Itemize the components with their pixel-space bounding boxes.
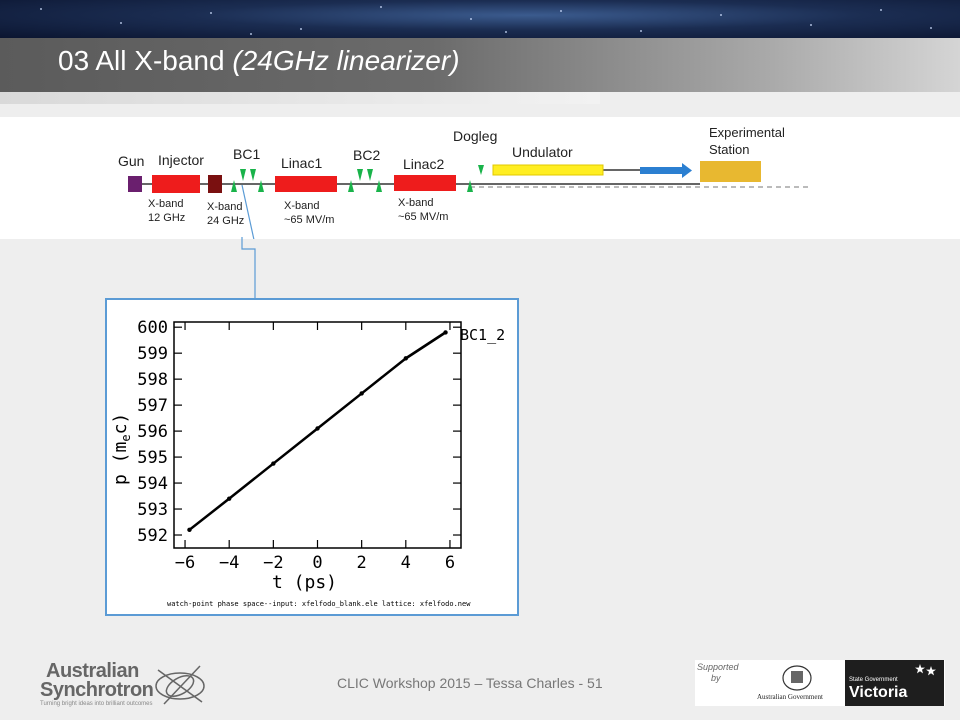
data-point	[187, 527, 192, 533]
y-tick-label: 599	[137, 344, 168, 364]
note-linac1: X-band~65 MV/m	[284, 200, 335, 226]
data-band	[189, 330, 446, 532]
bc2-magnet-2	[357, 169, 363, 181]
y-tick-label: 595	[137, 448, 168, 468]
beamline-schematic: Gun Injector BC1 Linac1 BC2 Linac2 Dogle…	[0, 117, 960, 239]
x-tick-label: −6	[175, 553, 195, 573]
dogleg-magnet-1	[467, 180, 473, 192]
plot-frame	[173, 321, 462, 549]
y-tick-label: 598	[137, 370, 168, 390]
label-dogleg: Dogleg	[453, 128, 498, 144]
label-bc2: BC2	[353, 147, 381, 163]
label-gun: Gun	[118, 153, 145, 169]
data-point	[359, 391, 364, 396]
dogleg-magnet-2	[478, 165, 484, 175]
label-linac2: Linac2	[403, 156, 445, 172]
logo-tagline: Turning bright ideas into brilliant outc…	[40, 701, 153, 707]
photon-arrow-shaft	[640, 167, 682, 174]
slide-title: 03 All X-band (24GHz linearizer)	[58, 45, 460, 77]
coat-of-arms-icon	[782, 665, 812, 691]
y-axis-label: p (mec)	[110, 413, 133, 485]
victoria-text: Victoria	[849, 684, 908, 701]
bc2-magnet-1	[348, 180, 354, 192]
bc1-magnet-2	[240, 169, 246, 181]
y-tick-label: 597	[137, 396, 168, 416]
note-linac2: X-band~65 MV/m	[398, 197, 449, 223]
linearizer-cavity	[208, 175, 222, 193]
x-tick-label: 4	[401, 553, 411, 573]
injector-cavity	[152, 175, 200, 193]
plot-caption: watch-point phase space--input: xfelfodo…	[167, 600, 471, 608]
y-tick-label: 593	[137, 500, 168, 520]
bc1-magnet-1	[231, 180, 237, 192]
data-point	[271, 461, 276, 466]
bc1-magnet-3	[250, 169, 256, 181]
label-linac1: Linac1	[281, 155, 323, 171]
x-tick-label: 2	[357, 553, 367, 573]
title-bar	[0, 38, 960, 92]
y-tick-label: 592	[137, 526, 168, 546]
connector-line	[241, 184, 255, 239]
x-axis-label: t (ps)	[272, 572, 337, 593]
gun-block	[128, 176, 142, 192]
label-undulator: Undulator	[512, 144, 573, 160]
bc2-magnet-3	[367, 169, 373, 181]
slide-title-main: 03 All X-band	[58, 45, 233, 76]
australian-government-logo: Australian Government	[757, 663, 839, 703]
synchrotron-swirl-icon	[155, 665, 205, 705]
data-point	[443, 330, 448, 335]
label-injector: Injector	[158, 152, 204, 168]
x-tick-label: 0	[312, 553, 322, 573]
plot-tag: BC1_2	[460, 326, 505, 344]
footer-text: CLIC Workshop 2015 – Tessa Charles - 51	[337, 675, 603, 691]
label-bc1: BC1	[233, 146, 261, 162]
undulator-block	[492, 164, 604, 176]
phase-space-chart: −6 −4 −2 0 2 4 6 592 593 594 595 596 597 598 599 600 BC…	[110, 318, 505, 608]
ticks: −6 −4 −2 0 2 4 6 592 593 594 595 596 597 598 599 600	[137, 318, 461, 573]
aus-gov-text: Australian Government	[757, 693, 823, 701]
linac1-cavity	[275, 176, 337, 192]
x-tick-label: 6	[445, 553, 455, 573]
y-tick-label: 594	[137, 474, 168, 494]
australian-synchrotron-logo: Australian Synchrotron Turning bright id…	[40, 660, 220, 712]
x-tick-label: −4	[219, 553, 239, 573]
data-point	[315, 426, 320, 431]
stars-icon	[915, 664, 936, 676]
y-tick-label: 600	[137, 318, 168, 338]
slide-title-subtitle: (24GHz linearizer)	[232, 45, 460, 76]
beamline-diagram	[128, 161, 810, 239]
experimental-station-block	[700, 161, 761, 182]
logo-text-synchrotron: Synchrotron	[40, 679, 154, 701]
y-tick-label: 596	[137, 422, 168, 442]
state-gov-text: State Government	[849, 677, 898, 683]
logo-text-australian: Australian	[46, 660, 139, 682]
bc1-magnet-4	[258, 180, 264, 192]
data-point	[403, 356, 409, 361]
phase-space-plot-panel: −6 −4 −2 0 2 4 6 592 593 594 595 596 597 598 599 600 BC…	[105, 298, 519, 616]
victoria-government-logo: State Government Victoria	[845, 660, 944, 706]
linac2-cavity	[394, 175, 456, 191]
header-banner	[0, 0, 960, 38]
title-shadow	[0, 92, 600, 104]
x-tick-label: −2	[263, 553, 283, 573]
photon-arrow-head	[682, 163, 692, 178]
data-point	[226, 496, 232, 501]
bc2-magnet-4	[376, 180, 382, 192]
connector-to-plot	[241, 237, 256, 299]
